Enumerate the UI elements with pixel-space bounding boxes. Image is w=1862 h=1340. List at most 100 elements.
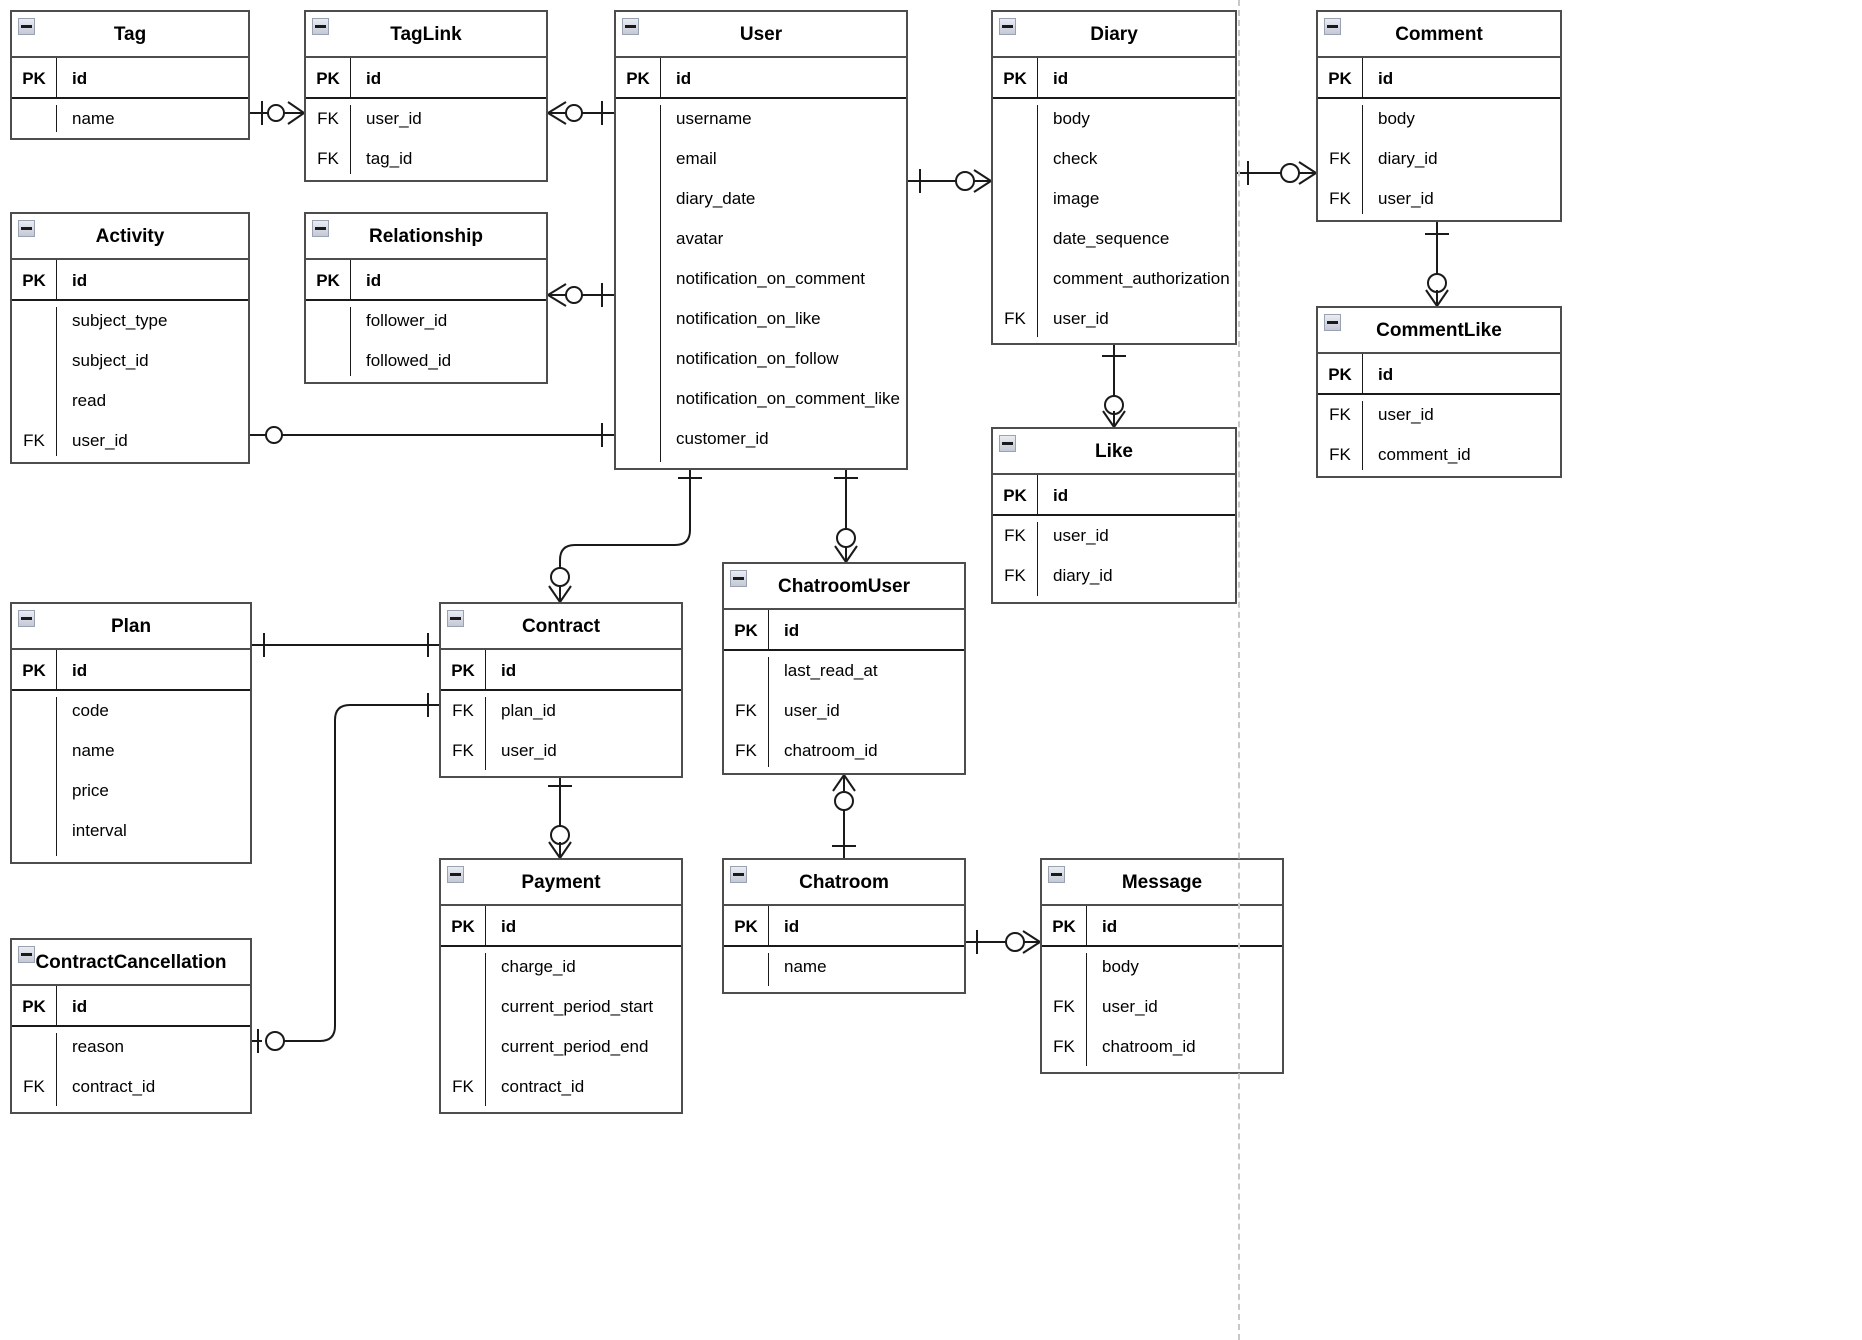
collapse-minus-icon[interactable]: [1048, 866, 1065, 883]
collapse-minus-icon[interactable]: [18, 946, 35, 963]
attribute-row[interactable]: follower_id: [306, 301, 546, 341]
attribute-row[interactable]: username: [616, 99, 906, 139]
attribute-row[interactable]: body: [993, 99, 1235, 139]
attribute-row[interactable]: diary_date: [616, 179, 906, 219]
attribute-row[interactable]: followed_id: [306, 341, 546, 381]
attribute-row[interactable]: body: [1042, 947, 1282, 987]
attribute-name-label: subject_id: [72, 351, 149, 370]
attribute-name-label: charge_id: [501, 957, 576, 976]
collapse-minus-icon[interactable]: [730, 570, 747, 587]
collapse-minus-icon[interactable]: [447, 610, 464, 627]
attribute-name-label: diary_id: [1053, 566, 1113, 585]
attribute-row[interactable]: current_period_end: [441, 1027, 681, 1067]
collapse-minus-icon[interactable]: [447, 866, 464, 883]
attribute-row[interactable]: notification_on_comment: [616, 259, 906, 299]
collapse-minus-icon[interactable]: [1324, 18, 1341, 35]
attribute-row[interactable]: body: [1318, 99, 1560, 139]
pk-key-label: PK: [626, 69, 650, 88]
attribute-row[interactable]: notification_on_like: [616, 299, 906, 339]
collapse-minus-icon[interactable]: [622, 18, 639, 35]
attribute-name-label: notification_on_comment: [676, 269, 866, 288]
edge-user-chatroomuser: [834, 470, 858, 563]
collapse-minus-icon[interactable]: [312, 220, 329, 237]
attribute-name-label: user_id: [1102, 997, 1158, 1016]
attribute-row[interactable]: notification_on_comment_like: [616, 379, 906, 419]
attribute-row[interactable]: reason: [12, 1027, 250, 1067]
attribute-row[interactable]: check: [993, 139, 1235, 179]
attribute-row[interactable]: charge_id: [441, 947, 681, 987]
collapse-minus-icon[interactable]: [730, 866, 747, 883]
attribute-row[interactable]: date_sequence: [993, 219, 1235, 259]
collapse-minus-icon[interactable]: [999, 435, 1016, 452]
attribute-row[interactable]: comment_authorization: [993, 259, 1235, 299]
attribute-row[interactable]: name: [12, 731, 250, 771]
pk-key-label: PK: [22, 271, 46, 290]
attribute-row[interactable]: read: [12, 381, 248, 421]
attribute-row[interactable]: avatar: [616, 219, 906, 259]
collapse-minus-icon[interactable]: [1324, 314, 1341, 331]
attribute-row[interactable]: last_read_at: [724, 651, 964, 691]
attribute-row[interactable]: customer_id: [616, 419, 906, 459]
attribute-row[interactable]: name: [12, 99, 248, 139]
attribute-row[interactable]: email: [616, 139, 906, 179]
attribute-key-label: [724, 947, 768, 987]
attribute-key-label: FK: [452, 701, 474, 720]
attribute-row[interactable]: current_period_start: [441, 987, 681, 1027]
attribute-row[interactable]: name: [724, 947, 964, 987]
attribute-row[interactable]: code: [12, 691, 250, 731]
attribute-key-label: FK: [1329, 149, 1351, 168]
attribute-name-label: body: [1378, 109, 1415, 128]
collapse-minus-icon[interactable]: [18, 18, 35, 35]
column-separator: [768, 906, 769, 945]
attribute-row[interactable]: interval: [12, 811, 250, 851]
attribute-row[interactable]: price: [12, 771, 250, 811]
attribute-key-label: [724, 651, 768, 691]
attribute-row[interactable]: notification_on_follow: [616, 339, 906, 379]
column-separator: [56, 307, 57, 456]
collapse-minus-icon[interactable]: [999, 18, 1016, 35]
attribute-key-label: [616, 419, 660, 459]
attribute-row[interactable]: subject_type: [12, 301, 248, 341]
attribute-row[interactable]: subject_id: [12, 341, 248, 381]
collapse-minus-icon[interactable]: [18, 220, 35, 237]
attribute-name-label: name: [72, 109, 115, 128]
collapse-minus-icon[interactable]: [312, 18, 329, 35]
attribute-row[interactable]: image: [993, 179, 1235, 219]
collapse-minus-icon[interactable]: [18, 610, 35, 627]
